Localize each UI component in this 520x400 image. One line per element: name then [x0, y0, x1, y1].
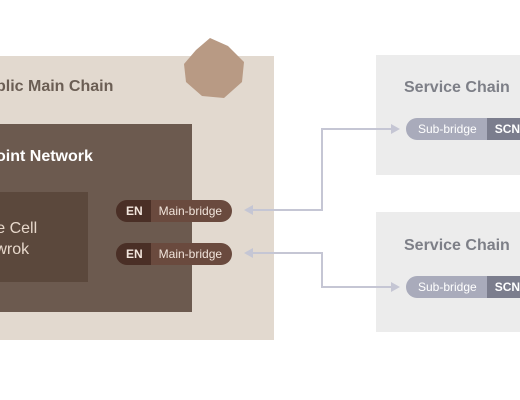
- service-chain-title: Service Chain: [404, 79, 510, 96]
- core-cell-network-title: ore Cell etwrok: [0, 220, 38, 258]
- main-bridge-pill: EN Main-bridge: [116, 243, 233, 265]
- public-main-chain-title: blic Main Chain: [0, 78, 114, 95]
- connector-line-top: [250, 128, 392, 211]
- main-bridge-label: Main-bridge: [158, 204, 223, 218]
- main-bridge-tag: EN: [116, 200, 151, 222]
- sub-bridge-pill: Sub-bridge SCN: [406, 118, 520, 140]
- connector-line-bottom: [250, 252, 392, 288]
- service-chain-title: Service Chain: [404, 237, 510, 254]
- main-bridge-label: Main-bridge: [158, 247, 223, 261]
- endpoint-network-title: oint Network: [0, 148, 93, 165]
- service-chain-panel: [376, 55, 520, 175]
- logo-blob-icon: [184, 38, 244, 98]
- sub-bridge-pill: Sub-bridge SCN: [406, 276, 520, 298]
- service-chain-panel: [376, 212, 520, 332]
- arrow-right-icon: [391, 282, 400, 292]
- arrow-left-icon: [244, 205, 253, 215]
- sub-bridge-tag: SCN: [486, 118, 520, 140]
- sub-bridge-label: Sub-bridge: [418, 122, 477, 136]
- main-bridge-tag: EN: [116, 243, 151, 265]
- arrow-left-icon: [244, 248, 253, 258]
- arrow-right-icon: [391, 124, 400, 134]
- core-cell-network-panel: [0, 192, 88, 282]
- sub-bridge-tag: SCN: [486, 276, 520, 298]
- sub-bridge-label: Sub-bridge: [418, 280, 477, 294]
- main-bridge-pill: EN Main-bridge: [116, 200, 233, 222]
